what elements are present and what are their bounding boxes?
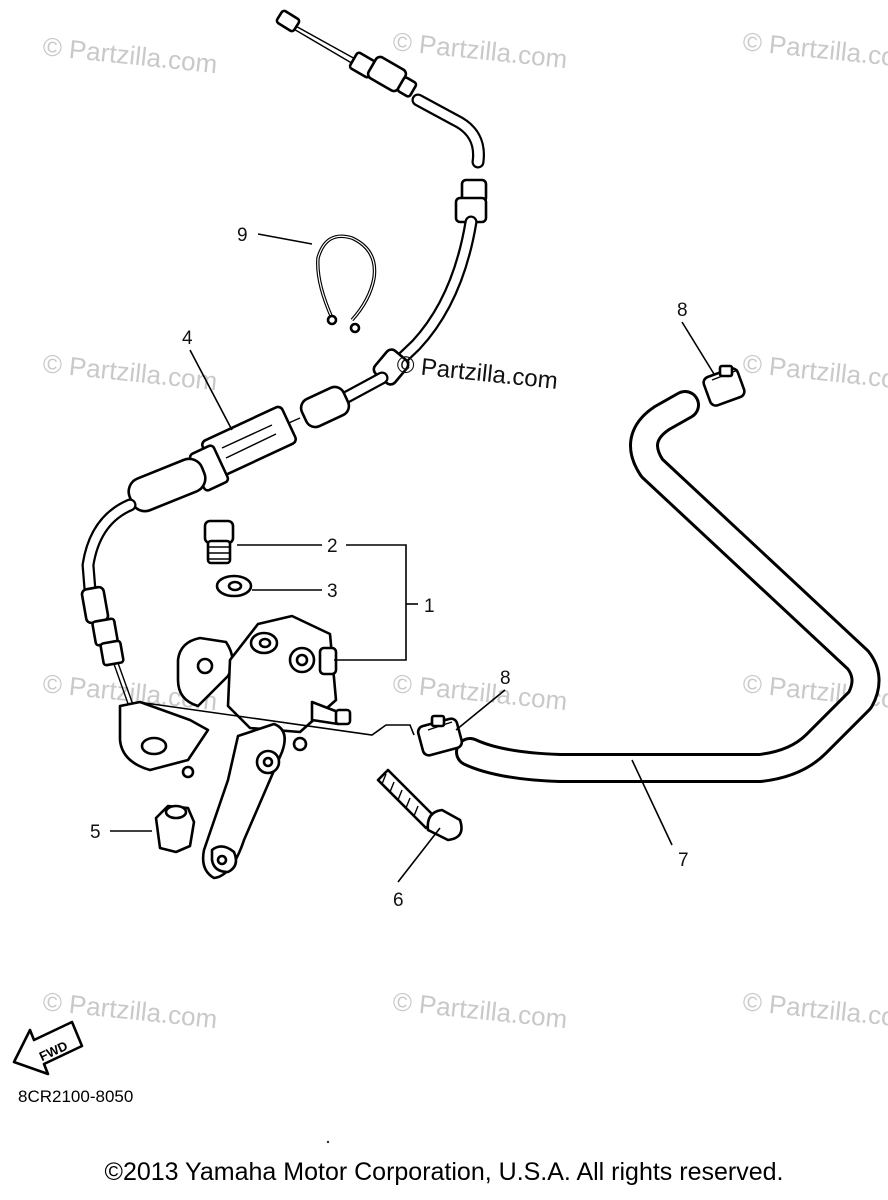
part-1-oil-pump <box>118 614 352 880</box>
part-8-clamp-upper <box>702 364 746 407</box>
part-4-cable <box>80 9 488 716</box>
leader-lines <box>110 233 715 883</box>
part-7-hose <box>455 390 881 783</box>
watermark: © Partzilla.com <box>391 986 568 1034</box>
watermark-main: © Partzilla.com <box>395 351 559 395</box>
part-9-clip <box>316 234 377 334</box>
copyright-notice: ©2013 Yamaha Motor Corporation, U.S.A. A… <box>104 1158 784 1186</box>
fwd-arrow-icon: FWD <box>12 1020 84 1076</box>
callout-8-upper: 8 <box>677 300 688 321</box>
watermark: © Partzilla.com <box>41 31 218 79</box>
watermark: © Partzilla.com <box>391 668 568 716</box>
callout-3: 3 <box>327 581 338 602</box>
watermark: © Partzilla.com <box>741 986 888 1034</box>
callout-1: 1 <box>424 596 435 617</box>
callout-8-lower: 8 <box>500 668 511 689</box>
callout-4: 4 <box>182 328 193 349</box>
stray-dot <box>326 1140 330 1144</box>
part-8-clamp-lower <box>416 714 464 757</box>
callout-9: 9 <box>237 225 248 246</box>
part-2-bolt <box>203 519 235 565</box>
callout-7: 7 <box>678 850 689 871</box>
watermarks: © Partzilla.com © Partzilla.com © Partzi… <box>41 26 888 1034</box>
part-3-washer <box>215 574 253 598</box>
part-6-bolt <box>376 768 463 842</box>
callouts: 1 2 3 4 5 6 7 8 8 9 <box>90 225 689 911</box>
callout-2: 2 <box>327 536 338 557</box>
watermark: © Partzilla.com <box>391 26 568 74</box>
watermark: © Partzilla.com <box>741 348 888 396</box>
watermark: © Partzilla.com <box>741 26 888 74</box>
part-5-nut <box>154 804 196 854</box>
callout-6: 6 <box>393 890 404 911</box>
diagram-code: 8CR2100-8050 <box>18 1087 134 1106</box>
callout-5: 5 <box>90 822 101 843</box>
